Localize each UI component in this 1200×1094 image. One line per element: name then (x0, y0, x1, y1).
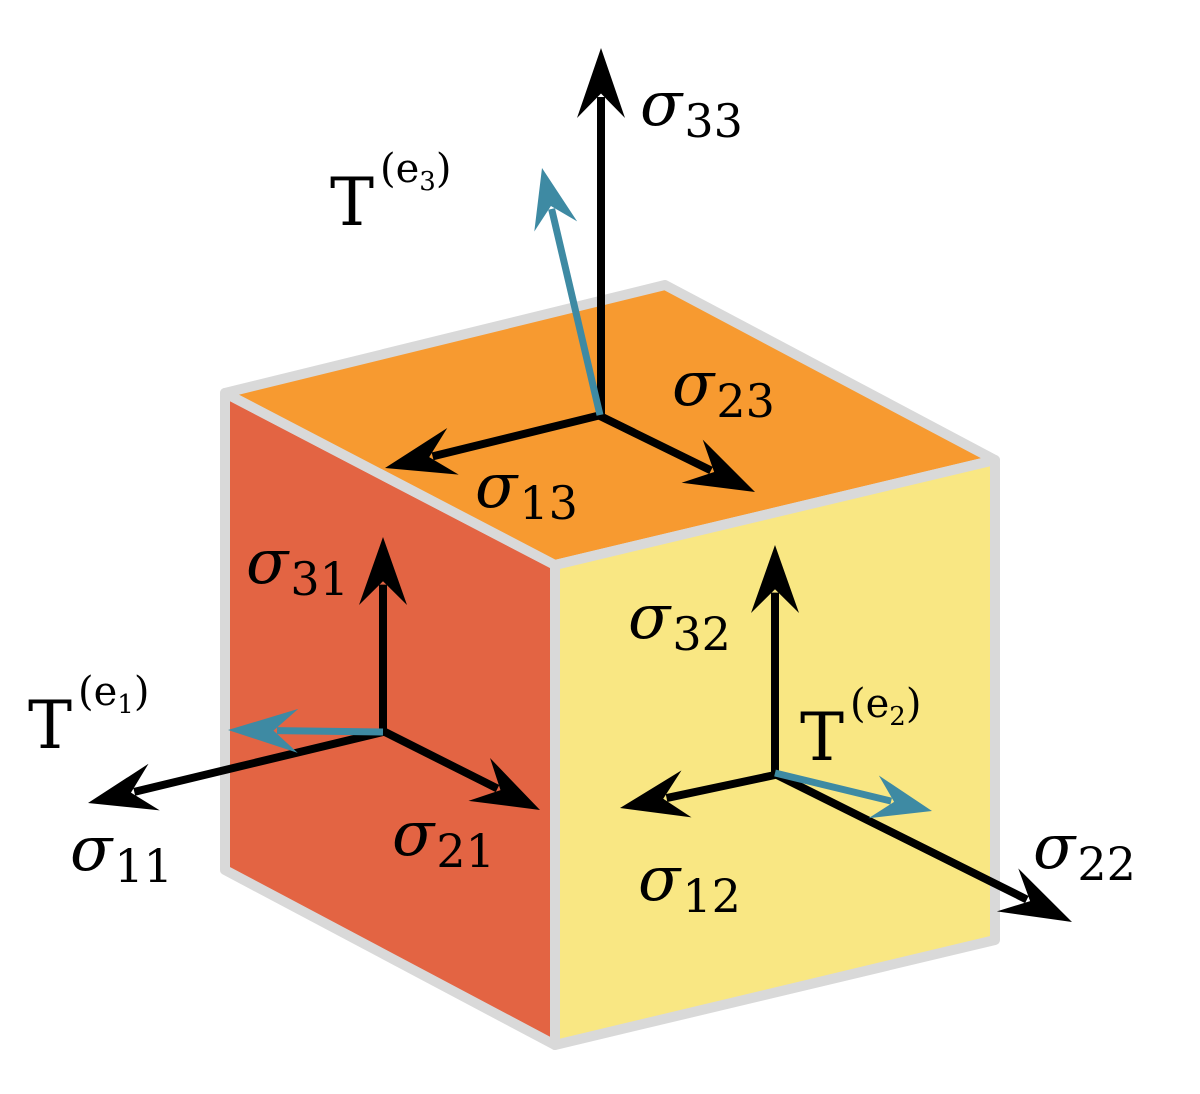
label-sigma-21: σ21 (392, 797, 495, 878)
arrow-sigma-12 (620, 770, 776, 818)
label-sigma-32: σ32 (628, 580, 731, 661)
label-sigma-13: σ13 (475, 449, 578, 530)
svg-text:T: T (330, 164, 374, 241)
label-sigma-31: σ31 (246, 525, 349, 606)
arrow-sigma-33 (577, 48, 625, 415)
arrow-traction-e3 (534, 168, 604, 416)
label-sigma-11: σ11 (70, 812, 173, 893)
arrow-sigma-31 (359, 537, 407, 732)
arrow-traction-e1 (228, 708, 384, 753)
svg-text:T: T (800, 699, 844, 776)
arrow-sigma-13 (385, 411, 602, 475)
svg-text:(e2): (e2) (850, 681, 921, 732)
arrow-sigma-22 (771, 769, 1072, 922)
cube (220, 280, 1000, 1050)
label-traction-e1: T (e1) (28, 669, 149, 764)
arrow-sigma-23 (596, 411, 755, 492)
arrow-sigma-11 (88, 728, 384, 811)
label-sigma-23: σ23 (672, 347, 775, 428)
label-traction-e2: T (e2) (800, 681, 921, 776)
svg-text:(e1): (e1) (78, 669, 149, 720)
label-sigma-22: σ22 (1033, 810, 1136, 891)
arrow-layer (88, 48, 1072, 922)
labels: σ33 σ23 σ13 σ31 σ32 σ11 σ21 σ12 σ22 T (e… (28, 67, 1136, 923)
svg-text:T: T (28, 687, 72, 764)
label-traction-e3: T (e3) (330, 146, 451, 241)
arrow-sigma-21 (379, 726, 540, 810)
label-sigma-12: σ12 (638, 842, 741, 923)
label-sigma-33: σ33 (640, 67, 743, 148)
svg-text:(e3): (e3) (380, 146, 451, 197)
arrow-sigma-32 (751, 545, 799, 775)
arrow-traction-e2 (774, 769, 932, 819)
